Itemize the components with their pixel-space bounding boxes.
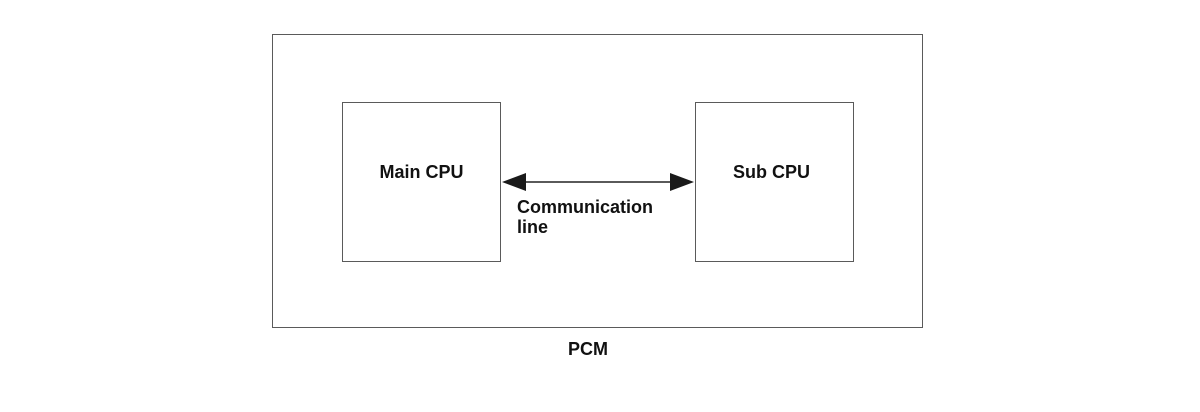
main-cpu-box: Main CPU [342,102,501,262]
main-cpu-label: Main CPU [379,161,464,182]
communication-line-label-line2: line [517,217,549,237]
pcm-container-box [272,34,923,328]
communication-line-label-line1: Communication [517,197,654,217]
communication-line-label: Communication line [517,197,687,237]
sub-cpu-box: Sub CPU [695,102,854,262]
sub-cpu-label: Sub CPU [732,161,810,182]
pcm-label: PCM [568,339,608,359]
